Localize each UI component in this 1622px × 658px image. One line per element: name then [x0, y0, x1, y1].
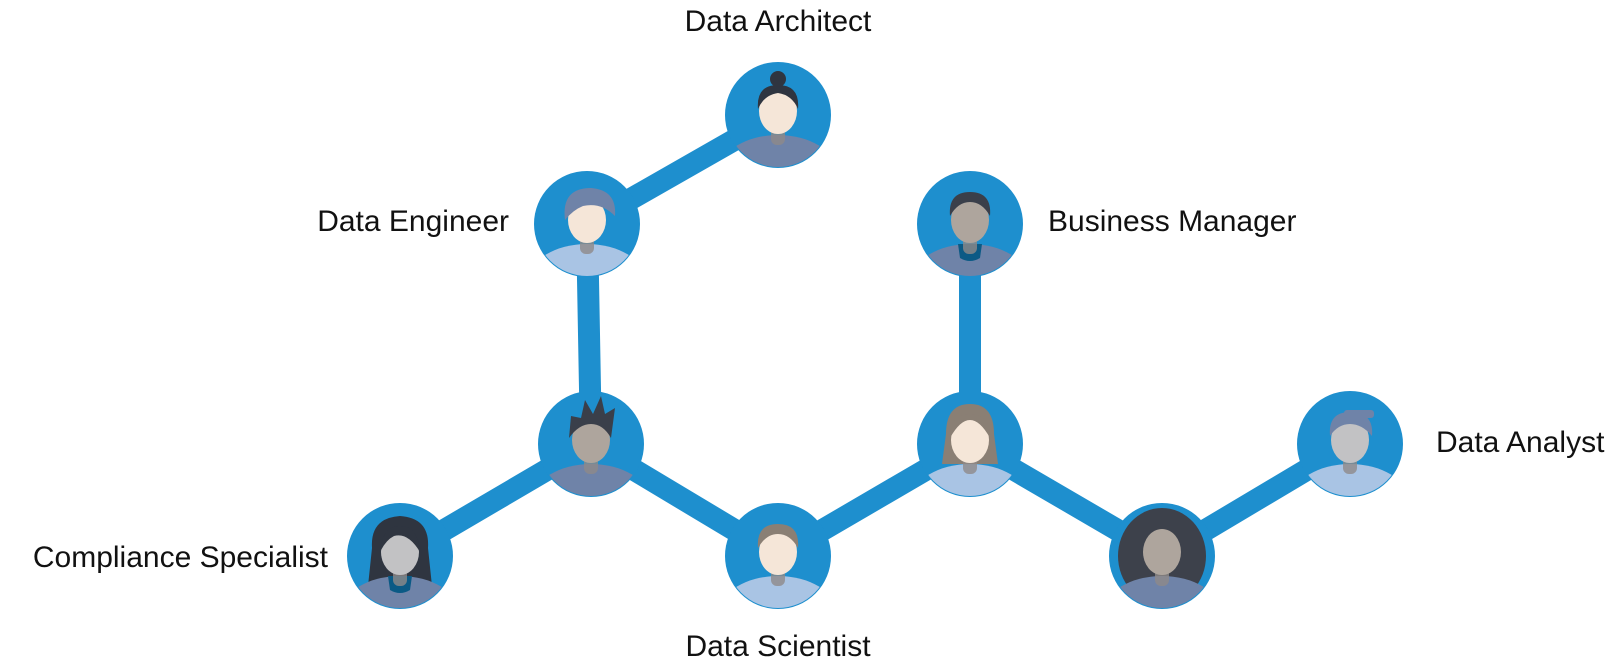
label-compliance-specialist: Compliance Specialist	[33, 541, 329, 574]
role-nodes	[347, 62, 1403, 609]
person-swoop-hair-light-skin-icon	[534, 171, 640, 277]
connection-lines	[389, 104, 1361, 567]
label-data-analyst: Data Analyst	[1436, 426, 1605, 459]
label-business-manager: Business Manager	[1048, 205, 1296, 238]
label-data-architect: Data Architect	[685, 5, 872, 38]
person-cap-hair-gray-skin-icon	[1297, 391, 1403, 497]
person-long-hair-light-skin-icon	[917, 391, 1023, 497]
person-spiky-hair-tan-skin-icon	[538, 391, 644, 497]
person-short-hair-tan-skin-icon	[917, 171, 1023, 277]
person-bun-hair-light-skin-icon	[725, 62, 831, 168]
person-short-hair-light-skin-icon	[725, 503, 831, 609]
person-hood-gray-skin-icon	[1109, 503, 1215, 609]
label-data-scientist: Data Scientist	[685, 630, 871, 658]
label-data-engineer: Data Engineer	[317, 205, 509, 238]
person-long-dark-hair-gray-skin-icon	[347, 503, 453, 609]
